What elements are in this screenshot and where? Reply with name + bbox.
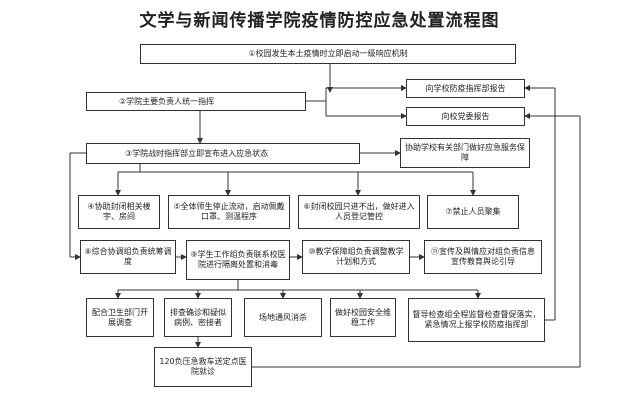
node-no-gathering: ⑦禁止人员聚集 — [427, 195, 519, 229]
node-screen-cases: 排查确诊和疑似病例、密接者 — [164, 298, 232, 337]
node-report-school-hq: 向学校防疫指挥部报告 — [406, 79, 525, 98]
node-seal-buildings: ④协助封闭相关楼宇、房间 — [78, 195, 160, 229]
node-supervision-group: 督导检查组全程监督检查督促落实，紧急情况上报学校防疫指挥部 — [408, 298, 545, 342]
node-teaching-support-group: ⑩教学保障组负责调整教学计划和方式 — [302, 240, 410, 274]
node-campus-security: 做好校园安全维稳工作 — [330, 298, 396, 337]
page-title: 文学与新闻传播学院疫情防控应急处置流程图 — [139, 11, 500, 31]
node-coordination-group: ⑧综合协调组负责统筹调度 — [80, 240, 176, 274]
node-unified-command: ②学院主要负责人统一指挥 — [86, 92, 306, 111]
node-report-party-committee: 向校党委报告 — [406, 107, 525, 126]
node-ambulance-transfer: 120负压急救车送定点医院就诊 — [154, 347, 252, 387]
node-cooperate-investigation: 配合卫生部门开展调查 — [86, 298, 154, 337]
node-publicity-group: ⑪宣传及舆情应对组负责信息宣传教育舆论引导 — [424, 240, 542, 274]
node-seal-campus: ⑥封闭校园只进不出，做好进入人员登记管控 — [298, 195, 420, 229]
node-start-response: ①校园发生本土疫情时立即启动一级响应机制 — [140, 44, 516, 64]
node-emergency-state: ③学院战时指挥部立即宣布进入应急状态 — [86, 143, 360, 164]
node-student-work-group: ⑨学生工作组负责联系校医院进行隔离处置和消毒 — [186, 240, 290, 280]
node-stop-movement: ⑤全体师生停止流动，启动佩戴口罩、测温程序 — [168, 195, 290, 229]
node-assist-service: 协助学校有关部门做好应急服务保障 — [400, 138, 530, 168]
node-ventilation-disinfection: 场地通风消杀 — [244, 298, 322, 337]
